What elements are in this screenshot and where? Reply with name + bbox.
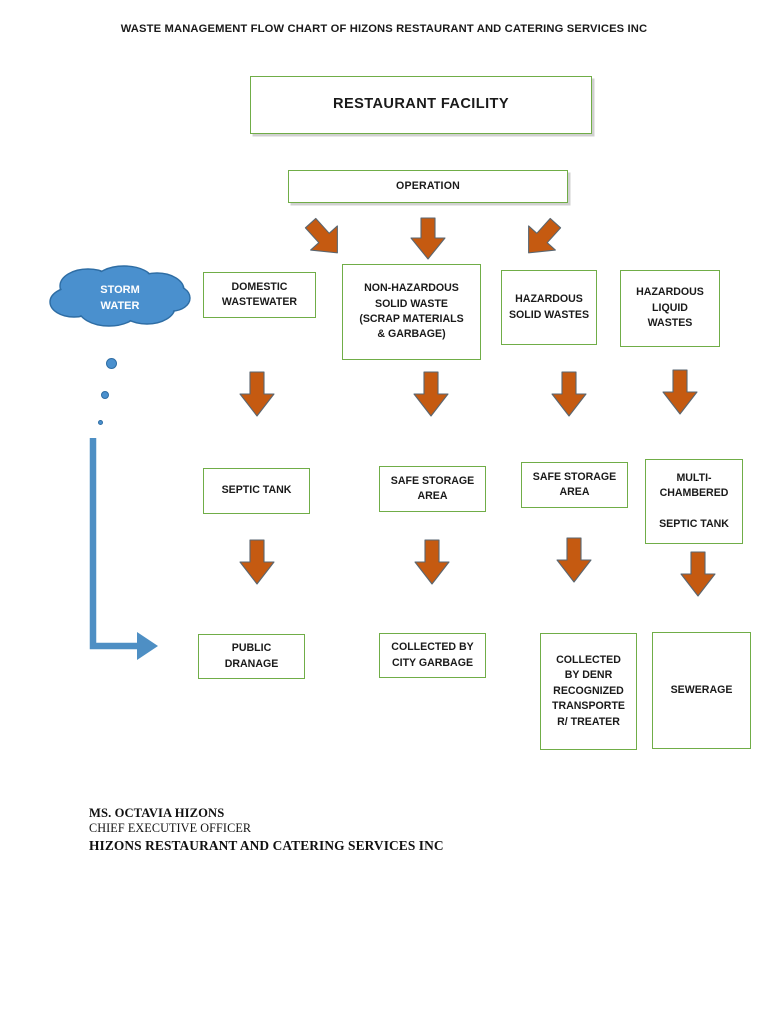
domestic-wastewater-line1: DOMESTIC	[231, 280, 288, 293]
non-hazardous-line3: (SCRAP MATERIALS	[359, 313, 464, 325]
node-collected-by-denr: COLLECTED BY DENR RECOGNIZED TRANSPORTE …	[540, 633, 637, 750]
non-hazardous-line1: NON-HAZARDOUS	[364, 282, 459, 295]
non-hazardous-line4: & GARBAGE)	[377, 328, 446, 341]
arrow-safe-storage-to-denr	[555, 536, 593, 584]
hazardous-liquid-line1: HAZARDOUS	[636, 286, 704, 299]
non-hazardous-line2: SOLID WASTE	[375, 297, 448, 310]
hazardous-liquid-line3: WASTES	[647, 317, 693, 330]
signature-company: HIZONS RESTAURANT AND CATERING SERVICES …	[89, 837, 444, 853]
arrow-hazardous-solid-to-safe-storage	[550, 370, 588, 418]
node-hazardous-solid-wastes: HAZARDOUS SOLID WASTES	[501, 270, 597, 345]
arrow-multi-chambered-to-sewerage	[679, 550, 717, 598]
domestic-wastewater-line2: WASTEWATER	[221, 296, 298, 308]
multi-chambered-line1: MULTI-	[676, 471, 712, 484]
node-operation-label: OPERATION	[396, 179, 460, 192]
node-collected-by-city-garbage: COLLECTED BY CITY GARBAGE	[379, 633, 486, 678]
hazardous-solid-line2: SOLID WASTES	[508, 308, 590, 321]
arrow-non-hazardous-to-safe-storage	[412, 370, 450, 418]
node-restaurant-facility: RESTAURANT FACILITY	[250, 76, 592, 134]
cloud-trail-dot-3	[98, 420, 103, 425]
node-domestic-wastewater: DOMESTIC WASTEWATER	[203, 272, 316, 318]
node-safe-storage-area-2: SAFE STORAGE AREA	[521, 462, 628, 508]
node-restaurant-facility-label: RESTAURANT FACILITY	[333, 96, 509, 113]
storm-water-connector-arrow	[88, 438, 168, 663]
city-garbage-line2: CITY GARBAGE	[391, 656, 474, 669]
node-non-hazardous-solid-waste: NON-HAZARDOUS SOLID WASTE (SCRAP MATERIA…	[342, 264, 481, 360]
denr-line3: RECOGNIZED	[553, 684, 624, 697]
cloud-trail-dot-2	[101, 391, 109, 399]
safe-storage-1-line2: AREA	[417, 490, 448, 502]
signature-block: MS. OCTAVIA HIZONS CHIEF EXECUTIVE OFFIC…	[89, 805, 589, 854]
septic-tank-line1: SEPTIC TANK	[221, 484, 292, 497]
denr-line2: BY DENR	[564, 669, 613, 682]
node-safe-storage-area-1: SAFE STORAGE AREA	[379, 466, 486, 512]
node-operation: OPERATION	[288, 170, 568, 203]
signature-name: MS. OCTAVIA HIZONS	[89, 806, 225, 820]
hazardous-solid-line1: HAZARDOUS	[515, 293, 583, 306]
multi-chambered-line2: CHAMBERED	[659, 487, 729, 500]
multi-chambered-line3: SEPTIC TANK	[659, 517, 729, 530]
node-sewerage: SEWERAGE	[652, 632, 751, 749]
arrow-operation-to-domestic-wastewater	[298, 216, 350, 260]
arrow-operation-to-non-hazardous	[409, 216, 447, 261]
storm-water-cloud-icon	[44, 264, 196, 330]
city-garbage-line1: COLLECTED BY	[391, 641, 474, 654]
page-title: WASTE MANAGEMENT FLOW CHART OF HIZONS RE…	[120, 23, 648, 35]
sewerage-line1: SEWERAGE	[670, 683, 733, 696]
denr-line4: TRANSPORTE	[552, 700, 625, 713]
safe-storage-2-line1: SAFE STORAGE	[532, 470, 617, 483]
public-dranage-line1: PUBLIC	[231, 642, 272, 655]
arrow-safe-storage-to-city-garbage	[413, 538, 451, 586]
arrow-hazardous-liquid-to-multi-chambered	[661, 368, 699, 416]
safe-storage-1-line1: SAFE STORAGE	[390, 474, 475, 487]
node-multi-chambered-septic-tank: MULTI- CHAMBERED SEPTIC TANK	[645, 459, 743, 544]
node-hazardous-liquid-wastes: HAZARDOUS LIQUID WASTES	[620, 270, 720, 347]
signature-position: CHIEF EXECUTIVE OFFICER	[89, 821, 252, 836]
safe-storage-2-line2: AREA	[559, 486, 590, 498]
denr-line1: COLLECTED	[556, 654, 621, 667]
node-public-dranage: PUBLIC DRANAGE	[198, 634, 305, 679]
node-septic-tank: SEPTIC TANK	[203, 468, 310, 514]
public-dranage-line2: DRANAGE	[224, 657, 279, 670]
denr-line5: R/ TREATER	[557, 715, 620, 728]
arrow-domestic-wastewater-to-septic-tank	[238, 370, 276, 418]
arrow-operation-to-hazardous	[516, 216, 568, 260]
cloud-trail-dot-1	[106, 358, 117, 369]
multi-chambered-spacer	[650, 502, 738, 517]
hazardous-liquid-line2: LIQUID	[652, 301, 688, 314]
arrow-septic-tank-to-public-dranage	[238, 538, 276, 586]
